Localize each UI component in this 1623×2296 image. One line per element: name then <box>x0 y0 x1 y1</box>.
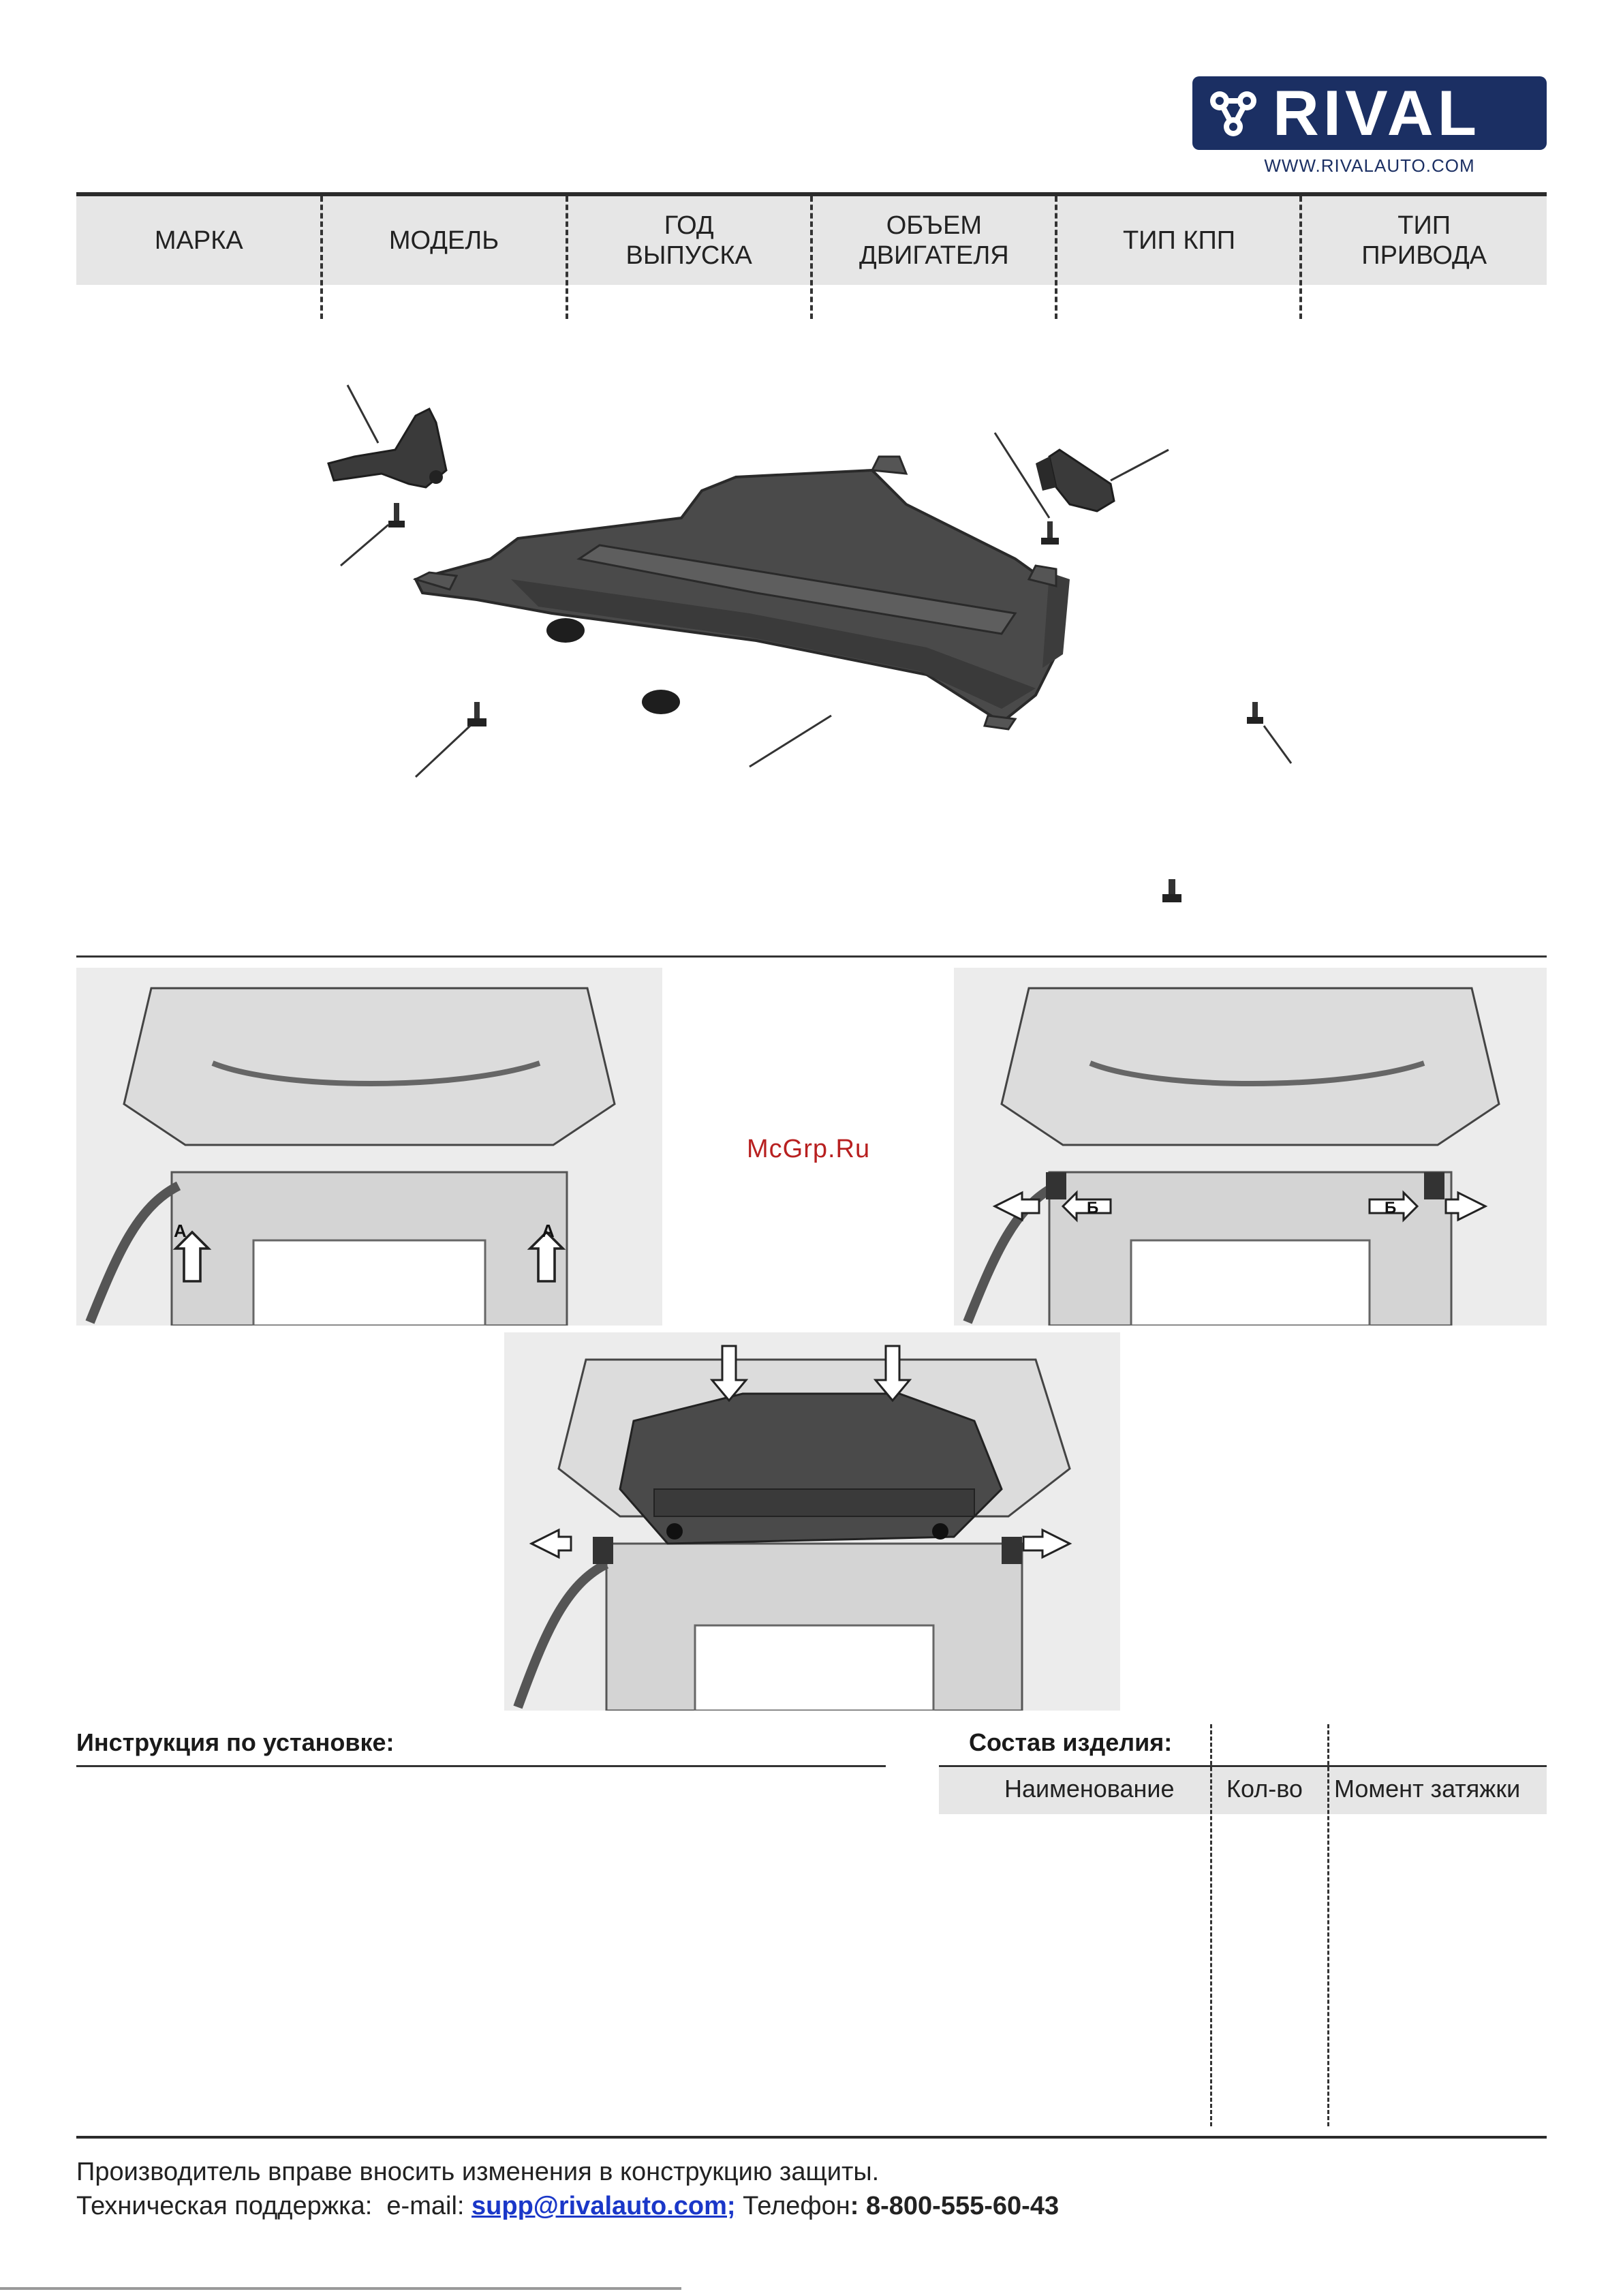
composition-rule <box>939 1765 1547 1767</box>
page-bottom-rule <box>0 2287 681 2290</box>
bolt <box>388 503 405 527</box>
footer-support: Техническая поддержка: e-mail: supp@riva… <box>76 2189 1059 2223</box>
header-col-model: МОДЕЛЬ <box>388 226 499 255</box>
footer: Производитель вправе вносить изменения в… <box>76 2155 1059 2223</box>
support-label: Техническая поддержка: e-mail: <box>76 2192 472 2220</box>
composition-divider <box>1327 1724 1329 2126</box>
section-divider <box>76 955 1547 958</box>
composition-header <box>939 1768 1547 1814</box>
exploded-diagram <box>327 384 1293 902</box>
bracket-installed <box>1046 1172 1066 1199</box>
bolt <box>467 702 486 726</box>
header-top-rule <box>76 192 1547 196</box>
header-divider <box>810 196 813 319</box>
composition-col-torque: Момент затяжки <box>1334 1775 1521 1803</box>
header-divider <box>566 196 568 319</box>
install-photo-step-1: A A <box>76 968 662 1326</box>
arrow-icon <box>873 1345 912 1403</box>
install-photo-step-2: Б Б <box>954 968 1547 1326</box>
arrow-icon <box>1022 1528 1072 1559</box>
bracket-right <box>1036 448 1115 512</box>
phone-label: Телефон <box>735 2192 850 2220</box>
bolt <box>1041 521 1059 545</box>
watermark: McGrp.Ru <box>747 1135 871 1163</box>
bolt <box>1162 879 1181 902</box>
label-a: A <box>174 1221 187 1241</box>
composition-divider <box>1210 1724 1212 2126</box>
arrow-icon <box>1368 1190 1419 1223</box>
header-col-make: МАРКА <box>154 226 243 255</box>
bolt <box>1247 702 1263 724</box>
header-divider <box>1299 196 1302 319</box>
skid-plate-installed <box>619 1392 1003 1545</box>
bracket-installed <box>1424 1172 1444 1199</box>
support-email-link[interactable]: supp@rivalauto.com; <box>472 2192 736 2220</box>
instructions-rule <box>76 1765 886 1767</box>
arrow-a-left: A <box>172 1221 212 1283</box>
header-divider <box>1055 196 1057 319</box>
logo-text: RIVAL <box>1273 77 1481 149</box>
brand-url[interactable]: WWW.RIVALAUTO.COM <box>1264 155 1475 176</box>
footer-rule <box>76 2136 1547 2139</box>
composition-col-name: Наименование <box>1004 1775 1175 1803</box>
arrow-icon <box>709 1345 749 1403</box>
header-divider <box>320 196 323 319</box>
brand-logo: RIVAL <box>1192 76 1547 150</box>
arrow-icon <box>992 1191 1040 1222</box>
bracket-left <box>327 407 448 489</box>
footer-disclaimer: Производитель вправе вносить изменения в… <box>76 2158 880 2186</box>
arrow-icon <box>1444 1191 1488 1222</box>
label-b: Б <box>1385 1199 1396 1217</box>
label-a: A <box>542 1221 555 1241</box>
leader-lines <box>340 384 1293 778</box>
header-col-drive: ТИП ПРИВОДА <box>1361 211 1487 270</box>
label-b: Б <box>1087 1199 1098 1217</box>
composition-col-qty: Кол-во <box>1226 1775 1303 1803</box>
arrow-a-right: A <box>527 1221 566 1283</box>
arrow-icon <box>529 1528 572 1559</box>
instructions-title: Инструкция по установке: <box>76 1728 395 1756</box>
header-col-gearbox: ТИП КПП <box>1122 226 1236 255</box>
support-phone: : 8-800-555-60-43 <box>850 2192 1060 2220</box>
header-col-year: ГОД ВЫПУСКА <box>625 211 752 270</box>
skid-plate <box>412 455 1070 731</box>
header-col-engine: ОБЪЕМ ДВИГАТЕЛЯ <box>859 211 1009 270</box>
rival-logo-icon <box>1210 91 1256 136</box>
arrow-icon <box>1061 1190 1112 1223</box>
composition-title: Состав изделия: <box>969 1728 1173 1756</box>
install-photo-step-3 <box>504 1332 1120 1711</box>
